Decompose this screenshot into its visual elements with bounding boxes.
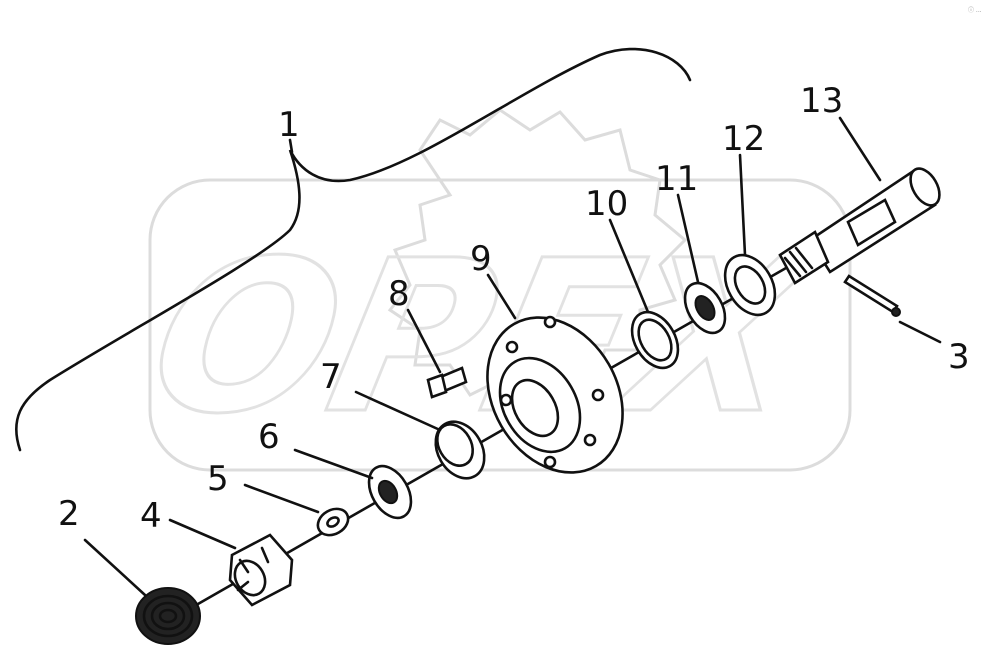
callout-9: 9 xyxy=(470,239,492,279)
leader-lines xyxy=(83,116,942,597)
leader-5 xyxy=(243,483,320,514)
part-11-outer-bearing xyxy=(683,281,727,335)
callout-1: 1 xyxy=(278,105,300,145)
leader-3 xyxy=(898,320,942,344)
leader-8 xyxy=(406,308,442,374)
part-3-cotter-pin xyxy=(843,274,901,317)
callout-7: 7 xyxy=(320,357,342,397)
leader-4 xyxy=(168,518,237,550)
leader-10 xyxy=(608,218,650,314)
part-1-frame-outline xyxy=(15,47,692,452)
leader-13 xyxy=(838,116,882,182)
part-6-inner-bearing xyxy=(367,464,413,520)
part-9-hub xyxy=(486,315,624,474)
watermark-frame xyxy=(148,178,852,472)
corner-mark: ⓘ ... xyxy=(968,6,982,14)
part-13-spindle xyxy=(778,167,941,285)
callout-5: 5 xyxy=(207,459,229,499)
part-10-outer-race xyxy=(630,310,680,370)
leader-6 xyxy=(293,448,374,480)
leader-9 xyxy=(486,273,517,320)
watermark-gear xyxy=(387,108,688,402)
part-12-seal xyxy=(723,253,777,317)
callout-4: 4 xyxy=(140,496,162,536)
callout-2: 2 xyxy=(58,494,80,534)
callout-13: 13 xyxy=(800,81,843,121)
callout-3: 3 xyxy=(948,337,970,377)
part-4-castle-nut xyxy=(228,533,294,607)
leader-2 xyxy=(83,538,147,597)
part-5-washer xyxy=(316,507,350,537)
callout-10: 10 xyxy=(585,184,628,224)
callout-11: 11 xyxy=(655,159,698,199)
callout-8: 8 xyxy=(388,274,410,314)
leader-12 xyxy=(738,153,747,257)
callout-labels: 1 2 3 4 5 6 7 8 9 10 11 12 13 xyxy=(58,81,970,536)
callout-6: 6 xyxy=(258,417,280,457)
part-2-dust-cap xyxy=(135,587,201,645)
leader-1 xyxy=(288,138,294,154)
part-7-inner-race xyxy=(434,420,486,480)
leader-11 xyxy=(676,193,700,284)
part-8-wheel-bolt xyxy=(426,366,468,399)
watermark-text: OPEX xyxy=(132,216,831,460)
leader-7 xyxy=(354,390,442,432)
watermark-logo: OPEX xyxy=(131,108,852,472)
callout-12: 12 xyxy=(722,119,765,159)
